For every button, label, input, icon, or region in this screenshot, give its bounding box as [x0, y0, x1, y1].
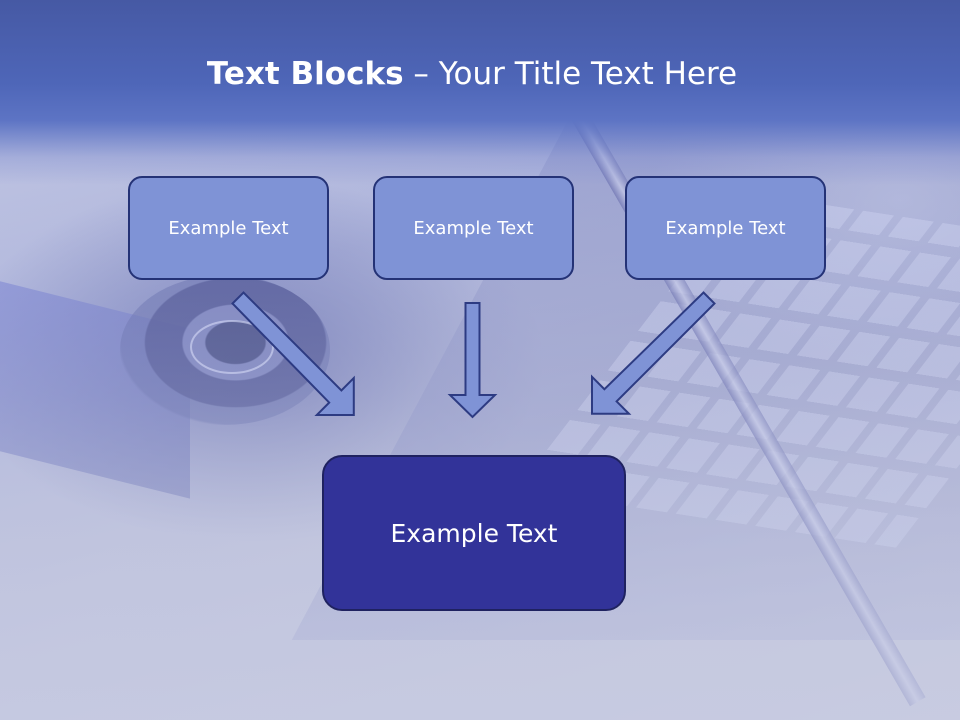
text-block-left[interactable]: Example Text	[128, 176, 329, 280]
title-rest-text: Your Title Text Here	[438, 56, 738, 92]
text-block-right-label: Example Text	[665, 217, 786, 239]
title-band	[0, 0, 960, 185]
arrow-down-icon[interactable]	[447, 302, 498, 419]
text-block-right[interactable]: Example Text	[625, 176, 826, 280]
main-text-block[interactable]: Example Text	[322, 455, 626, 611]
text-block-left-label: Example Text	[168, 217, 289, 239]
text-block-center-label: Example Text	[413, 217, 534, 239]
text-block-center[interactable]: Example Text	[373, 176, 574, 280]
main-text-block-label: Example Text	[390, 518, 558, 548]
slide-title[interactable]: Text Blocks – Your Title Text Here	[0, 52, 944, 96]
title-dash: –	[403, 56, 439, 92]
arrow-down-left-icon[interactable]	[591, 291, 716, 415]
title-bold-text: Text Blocks	[206, 56, 404, 92]
arrow-down-right-icon[interactable]	[231, 291, 355, 416]
